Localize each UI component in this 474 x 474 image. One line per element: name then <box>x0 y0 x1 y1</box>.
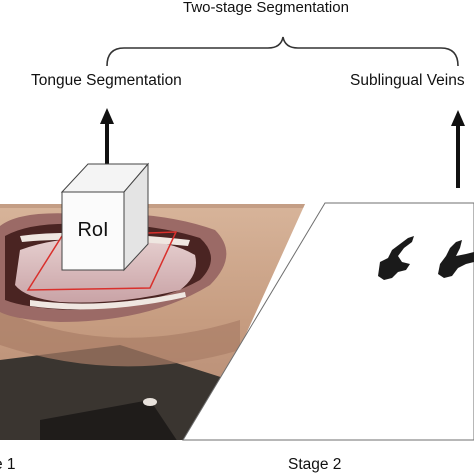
sublingual-veins-label: Sublingual Veins <box>350 72 465 89</box>
stage1-label: e 1 <box>0 456 16 473</box>
stage2-mask-panel <box>182 202 474 441</box>
vein-mask-left <box>378 236 414 280</box>
roi-label: RoI <box>77 219 108 241</box>
tongue-segmentation-label: Tongue Segmentation <box>31 72 182 89</box>
vein-mask-right <box>438 240 474 278</box>
arrow-up-right <box>451 110 465 188</box>
stage2-label: Stage 2 <box>288 456 342 473</box>
diagram-title: Two-stage Segmentation <box>183 0 349 16</box>
roi-cube: RoI <box>60 162 150 272</box>
grouping-brace <box>106 36 459 67</box>
